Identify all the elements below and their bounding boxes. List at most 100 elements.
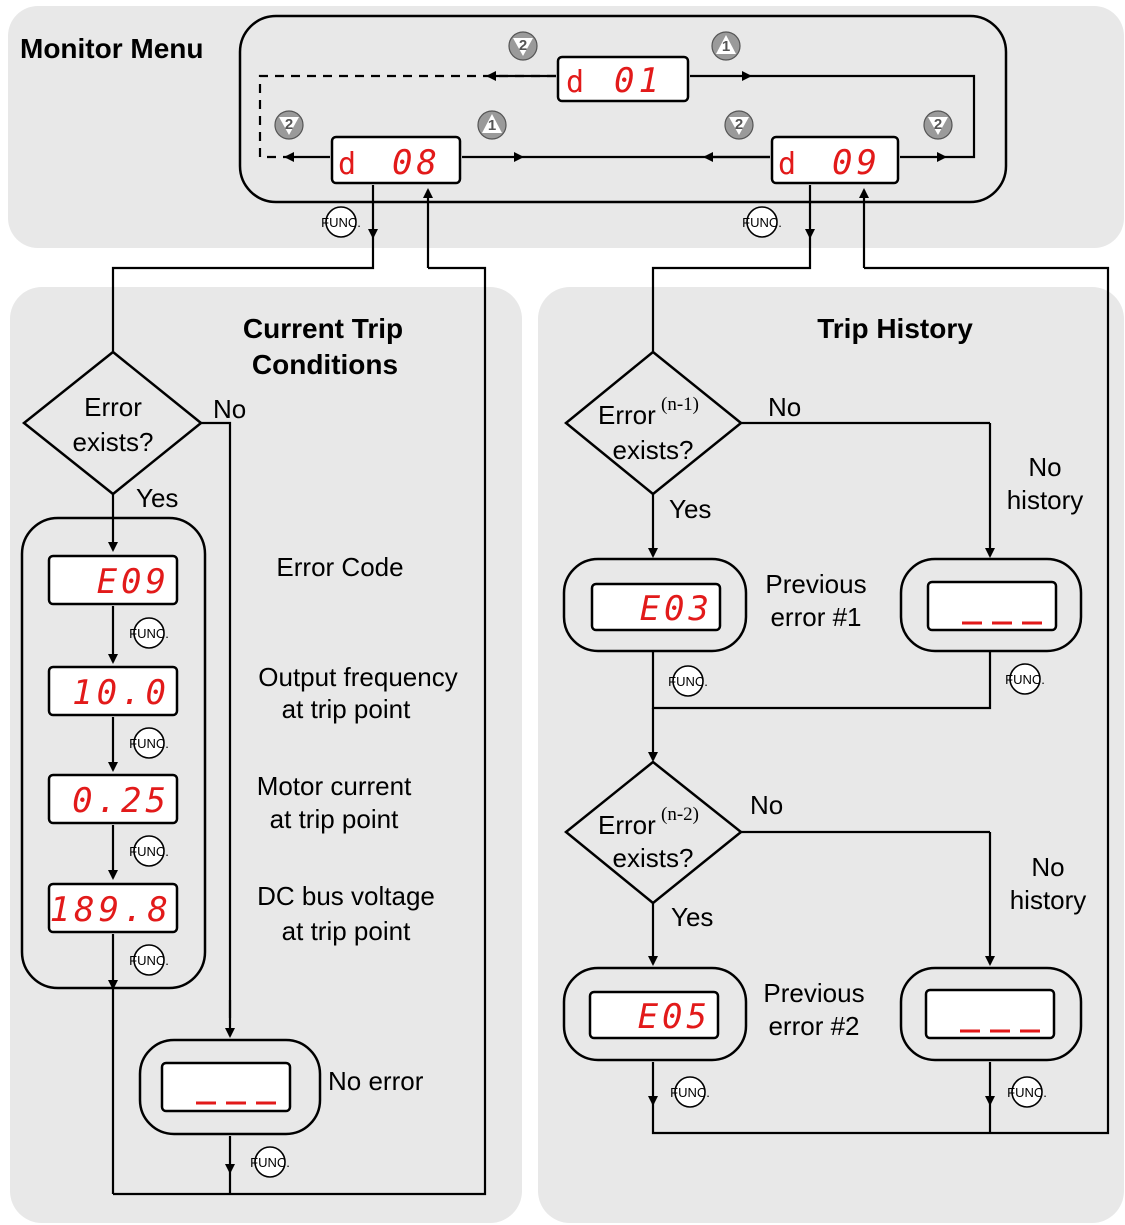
display-d09[interactable]: d 09 [770,135,900,185]
display-output-frequency[interactable]: 10.0 [47,665,179,717]
svg-text:1: 1 [722,38,730,55]
svg-text:E05: E05 [638,997,711,1037]
svg-text:d: d [566,65,584,100]
no-history-2-group [899,966,1083,1062]
svg-text:FUNC.: FUNC. [1007,1085,1047,1100]
monitor-menu-frame [238,14,1008,204]
svg-text:FUNC.: FUNC. [129,953,169,968]
svg-text:2: 2 [735,116,743,133]
svg-text:No: No [1031,852,1064,882]
svg-text:Error: Error [598,810,656,840]
display-dc-bus-voltage[interactable]: 189.8 [47,882,179,934]
down-nav-icon[interactable]: 2 [274,110,304,140]
svg-text:d: d [338,147,356,182]
display-d08-value: 08 [392,143,441,183]
svg-text:FUNC.: FUNC. [129,844,169,859]
func-key-icon[interactable]: FUNC. [321,206,361,238]
svg-text:Error: Error [598,400,656,430]
svg-text:Error: Error [84,392,142,422]
no-label: No [213,394,246,424]
previous-error-1-group [562,557,748,653]
svg-text:error #1: error #1 [770,602,861,632]
down-nav-icon[interactable]: 2 [923,110,953,140]
svg-text:FUNC.: FUNC. [250,1155,290,1170]
func-key-icon[interactable]: FUNC. [1005,663,1045,695]
svg-text:2: 2 [934,116,942,133]
up-nav-icon[interactable]: 1 [477,110,507,140]
svg-text:(n-1): (n-1) [661,394,699,415]
svg-text:history: history [1007,485,1084,515]
func-key-icon[interactable]: FUNC. [129,944,169,976]
svg-text:FUNC.: FUNC. [670,1085,710,1100]
monitor-menu-title: Monitor Menu [20,33,204,64]
svg-text:Error Code: Error Code [276,552,403,582]
display-no-history-1[interactable] [926,580,1058,632]
trip-history-title: Trip History [817,313,973,344]
svg-text:No: No [768,392,801,422]
svg-text:exists?: exists? [613,843,694,873]
svg-text:FUNC.: FUNC. [129,626,169,641]
svg-text:at trip point: at trip point [282,916,411,946]
svg-text:at trip point: at trip point [282,694,411,724]
display-error-code[interactable]: E09 [47,554,179,606]
func-key-icon[interactable]: FUNC. [1007,1076,1047,1108]
svg-text:exists?: exists? [73,427,154,457]
no-error-group [138,1038,322,1136]
no-history-1-group [899,557,1083,653]
yes-label: Yes [136,483,178,513]
func-key-icon[interactable]: FUNC. [742,206,782,238]
svg-text:2: 2 [285,116,293,133]
display-previous-error-2[interactable]: E05 [588,990,720,1040]
down-nav-icon[interactable]: 2 [508,31,538,61]
func-key-icon[interactable]: FUNC. [129,727,169,759]
display-no-error[interactable] [160,1061,292,1113]
svg-text:FUNC.: FUNC. [1005,672,1045,687]
display-d01-value: 01 [614,61,663,101]
svg-text:error #2: error #2 [768,1011,859,1041]
svg-text:No: No [750,790,783,820]
func-key-icon[interactable]: FUNC. [668,665,708,697]
svg-text:FUNC.: FUNC. [321,215,361,230]
svg-text:Yes: Yes [671,902,713,932]
display-d09-value: 09 [832,143,881,183]
previous-error-2-group [562,966,748,1062]
svg-text:Yes: Yes [669,494,711,524]
svg-text:1: 1 [488,117,496,134]
svg-text:189.8: 189.8 [50,890,172,930]
svg-text:Previous: Previous [765,569,866,599]
svg-text:Previous: Previous [763,978,864,1008]
func-key-icon[interactable]: FUNC. [670,1076,710,1108]
svg-text:10.0: 10.0 [72,673,170,713]
svg-text:No error: No error [328,1066,424,1096]
svg-text:E09: E09 [97,562,170,602]
svg-text:(n-2): (n-2) [661,804,699,825]
current-trip-title-2: Conditions [252,349,398,380]
svg-text:at trip point: at trip point [270,804,399,834]
dashed-return-line [258,74,556,159]
display-d01[interactable]: d 01 [556,55,690,103]
display-previous-error-1[interactable]: E03 [590,582,722,632]
svg-text:exists?: exists? [613,435,694,465]
svg-text:DC bus voltage: DC bus voltage [257,881,435,911]
display-motor-current[interactable]: 0.25 [47,773,179,825]
svg-text:history: history [1010,885,1087,915]
svg-text:2: 2 [519,37,527,54]
svg-text:Motor current: Motor current [257,771,412,801]
display-d08[interactable]: d 08 [330,135,462,185]
monitor-menu-panel [8,6,1124,248]
current-trip-title-1: Current Trip [243,313,403,344]
svg-text:FUNC.: FUNC. [668,674,708,689]
down-nav-icon[interactable]: 2 [724,110,754,140]
svg-text:d: d [778,147,796,182]
svg-text:FUNC.: FUNC. [742,215,782,230]
func-key-icon[interactable]: FUNC. [129,617,169,649]
display-no-history-2[interactable] [924,988,1056,1040]
svg-text:0.25: 0.25 [72,781,170,821]
up-nav-icon[interactable]: 1 [711,31,741,61]
svg-text:E03: E03 [640,589,713,629]
func-key-icon[interactable]: FUNC. [250,1146,290,1178]
svg-text:No: No [1028,452,1061,482]
svg-text:FUNC.: FUNC. [129,736,169,751]
func-key-icon[interactable]: FUNC. [129,835,169,867]
